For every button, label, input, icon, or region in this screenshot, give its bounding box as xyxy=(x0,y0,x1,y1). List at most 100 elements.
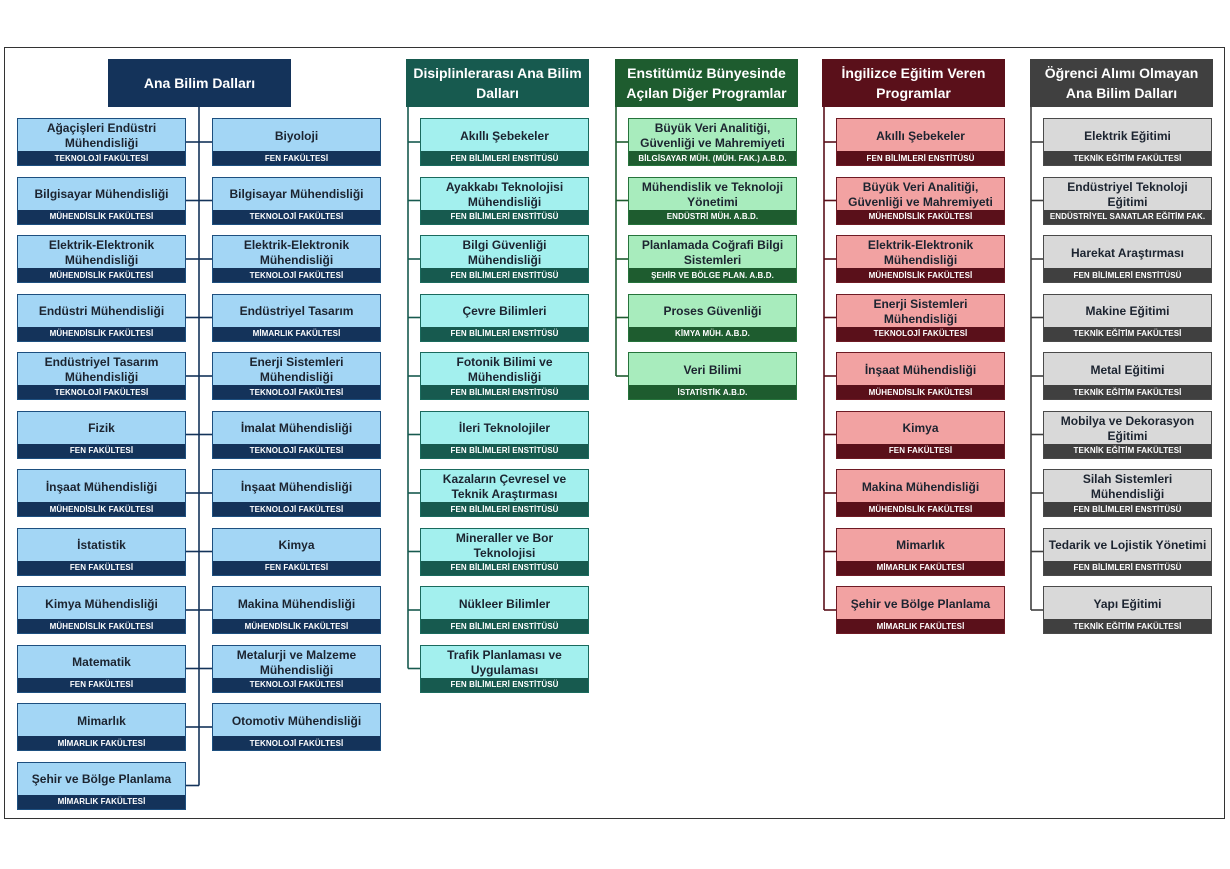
program-name: Matematik xyxy=(72,655,131,669)
faculty-label: TEKNİK EĞİTİM FAKÜLTESİ xyxy=(1044,326,1211,341)
faculty-label: MİMARLIK FAKÜLTESİ xyxy=(18,794,185,809)
program-name: Akıllı Şebekeler xyxy=(876,128,965,143)
column-header: Ana Bilim Dalları xyxy=(108,59,291,107)
faculty-label: TEKNİK EĞİTİM FAKÜLTESİ xyxy=(1044,151,1211,165)
program-name: Ağaçişleri Endüstri Mühendisliği xyxy=(46,121,157,150)
faculty-label: FEN FAKÜLTESİ xyxy=(18,560,185,575)
program-name: İstatistik xyxy=(77,538,126,552)
faculty-label: MİMARLIK FAKÜLTESİ xyxy=(18,736,185,750)
faculty-label: TEKNOLOJİ FAKÜLTESİ xyxy=(213,268,380,282)
faculty-label: ENDÜSTRİYEL SANATLAR EĞİTİM FAK. xyxy=(1044,209,1211,224)
faculty-label: FEN BİLİMLERİ ENSTİTÜSÜ xyxy=(421,443,588,458)
program-name: Proses Güvenliği xyxy=(663,304,762,318)
program-name: İnşaat Mühendisliği xyxy=(45,479,158,494)
program-name: Elektrik-Elektronik Mühendisliği xyxy=(48,238,155,267)
program-name: İnşaat Mühendisliği xyxy=(240,479,353,494)
program-name: Makina Mühendisliği xyxy=(237,596,356,611)
program-name: Ayakkabı Teknolojisi Mühendisliği xyxy=(445,179,564,209)
faculty-label: MİMARLIK FAKÜLTESİ xyxy=(213,326,380,341)
faculty-label: FEN BİLİMLERİ ENSTİTÜSÜ xyxy=(421,502,588,516)
faculty-label: FEN BİLİMLERİ ENSTİTÜSÜ xyxy=(421,385,588,399)
program-name: Mimarlık xyxy=(896,538,945,552)
faculty-label: FEN FAKÜLTESİ xyxy=(213,560,380,575)
program-name: Biyoloji xyxy=(274,128,319,143)
faculty-label: MÜHENDİSLİK FAKÜLTESİ xyxy=(18,268,185,282)
program-name: Metal Eğitimi xyxy=(1090,362,1165,377)
program-name: Endüstriyel Tasarım Mühendisliği xyxy=(44,355,159,384)
faculty-label: FEN BİLİMLERİ ENSTİTÜSÜ xyxy=(1044,560,1211,575)
faculty-label: FEN FAKÜLTESİ xyxy=(18,443,185,458)
program-name: Yapı Eğitimi xyxy=(1093,596,1162,611)
program-name: Büyük Veri Analitiği, Güvenliği ve Mahre… xyxy=(640,121,785,150)
faculty-label: TEKNİK EĞİTİM FAKÜLTESİ xyxy=(1044,619,1211,633)
faculty-label: FEN BİLİMLERİ ENSTİTÜSÜ xyxy=(421,619,588,633)
program-name: Fizik xyxy=(88,421,115,435)
faculty-label: FEN BİLİMLERİ ENSTİTÜSÜ xyxy=(1044,502,1211,516)
faculty-label: FEN BİLİMLERİ ENSTİTÜSÜ xyxy=(421,209,588,224)
program-name: Veri Bilimi xyxy=(683,362,742,377)
faculty-label: ŞEHİR VE BÖLGE PLAN. A.B.D. xyxy=(629,268,796,282)
program-name: Kimya xyxy=(278,538,315,552)
program-node: Büyük Veri Analitiği, Güvenliği ve Mahre… xyxy=(628,118,797,166)
program-name: Enerji Sistemleri Mühendisliği xyxy=(873,296,968,326)
faculty-label: MÜHENDİSLİK FAKÜLTESİ xyxy=(837,268,1004,282)
program-name: Harekat Araştırması xyxy=(1071,245,1184,260)
program-name: Kazaların Çevresel ve Teknik Araştırması xyxy=(442,472,567,501)
faculty-label: TEKNOLOJİ FAKÜLTESİ xyxy=(213,502,380,516)
faculty-label: TEKNOLOJİ FAKÜLTESİ xyxy=(213,736,380,750)
program-name: İnşaat Mühendisliği xyxy=(864,362,977,377)
program-name: Elektrik-Elektronik Mühendisliği xyxy=(867,238,974,267)
program-name: Silah Sistemleri Mühendisliği xyxy=(1082,472,1173,501)
program-name: Bilgisayar Mühendisliği xyxy=(34,187,169,201)
faculty-label: MİMARLIK FAKÜLTESİ xyxy=(837,560,1004,575)
faculty-label: TEKNOLOJİ FAKÜLTESİ xyxy=(18,385,185,399)
program-name: Şehir ve Bölge Planlama xyxy=(31,772,172,786)
faculty-label: FEN BİLİMLERİ ENSTİTÜSÜ xyxy=(421,151,588,165)
program-node: Büyük Veri Analitiği, Güvenliği ve Mahre… xyxy=(836,176,1005,225)
faculty-label: MÜHENDİSLİK FAKÜLTESİ xyxy=(18,502,185,516)
faculty-label: İSTATİSTİK A.B.D. xyxy=(629,385,796,399)
faculty-label: TEKNOLOJİ FAKÜLTESİ xyxy=(213,443,380,458)
faculty-label: FEN FAKÜLTESİ xyxy=(837,443,1004,458)
program-name: Makine Eğitimi xyxy=(1085,304,1170,318)
faculty-label: ENDÜSTRİ MÜH. A.B.D. xyxy=(629,209,796,224)
faculty-label: TEKNOLOJİ FAKÜLTESİ xyxy=(213,677,380,692)
program-name: Makina Mühendisliği xyxy=(861,479,980,494)
program-name: Bilgisayar Mühendisliği xyxy=(229,187,364,201)
program-name: Mühendislik ve Teknoloji Yönetimi xyxy=(641,179,784,209)
program-name: Kimya xyxy=(902,421,939,435)
program-name: Endüstri Mühendisliği xyxy=(38,304,165,318)
faculty-label: TEKNİK EĞİTİM FAKÜLTESİ xyxy=(1044,443,1211,458)
program-name: Planlamada Coğrafi Bilgi Sistemleri xyxy=(641,238,784,267)
program-name: Tedarik ve Lojistik Yönetimi xyxy=(1048,538,1207,552)
